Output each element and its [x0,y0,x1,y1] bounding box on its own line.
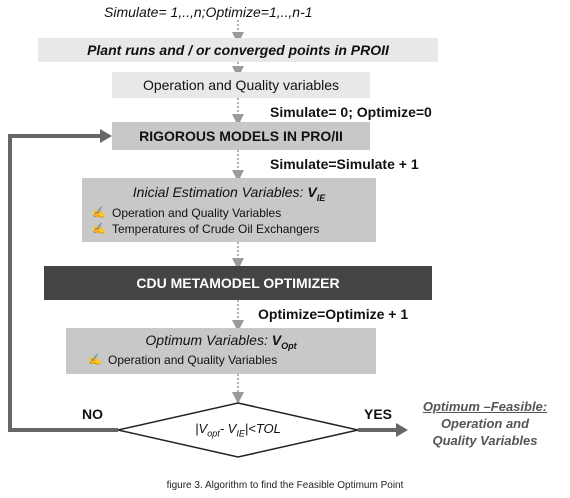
no-label: NO [82,406,103,422]
figure-caption: figure 3. Algorithm to find the Feasible… [166,480,404,491]
init-label: Simulate= 0; Optimize=0 [270,104,432,120]
decision-sub-b: IE [236,428,245,439]
decision-sub-a: opt [207,428,220,439]
decision-part-b: - V [219,421,237,436]
plant-runs-box: Plant runs and / or converged points in … [38,38,438,62]
cdu-optimizer-box: CDU METAMODEL OPTIMIZER [44,266,432,300]
optimize-increment-label: Optimize=Optimize + 1 [258,306,409,322]
inicial-title-var: V [307,184,317,200]
optimum-bullet-1: ✍ Operation and Quality Variables [88,352,376,368]
result-title: Optimum –Feasible: [422,399,548,414]
yes-arrowhead [396,423,408,437]
optimum-title: Optimum Variables: VOpt [66,332,376,351]
optimum-title-sub: Opt [281,340,297,351]
inicial-bullet-2: ✍ Temperatures of Crude Oil Exchangers [92,221,376,237]
inicial-bullet-1: ✍ Operation and Quality Variables [92,205,376,221]
operation-quality-box: Operation and Quality variables [112,72,370,98]
loop-back-arrow [8,134,118,432]
simulate-increment-label: Simulate=Simulate + 1 [270,156,419,172]
pencil-check-icon: ✍ [92,222,106,235]
inicial-bullet-text-1: Operation and Quality Variables [112,205,282,220]
decision-part-a: |V [195,421,208,436]
optimum-title-var: V [271,332,282,348]
top-label: Simulate= 1,..,n;Optimize=1,..,n-1 [104,4,313,20]
loop-back-arrowhead [100,129,112,143]
inicial-estimation-title: Inicial Estimation Variables: VIE [82,184,376,203]
result-block: Optimum –Feasible: Operation and Quality… [410,398,560,449]
decision-text: |Vopt- VIE|<TOL [178,421,298,439]
yes-label: YES [364,406,393,422]
inicial-title-text: Inicial Estimation Variables: [132,184,308,200]
optimum-title-text: Optimum Variables: [145,332,272,348]
result-line-2: Quality Variables [432,433,538,448]
rigorous-models-box: RIGOROUS MODELS IN PRO/II [112,122,370,150]
optimum-variables-box: Optimum Variables: VOpt ✍ Operation and Q… [66,328,376,374]
inicial-title-sub: IE [316,192,326,203]
decision-diamond [117,402,359,458]
pencil-check-icon: ✍ [88,353,102,366]
result-line-1: Operation and [440,416,530,431]
inicial-estimation-box: Inicial Estimation Variables: VIE ✍ Opera… [82,178,376,242]
decision-part-c: |<TOL [244,421,281,436]
optimum-bullet-text-1: Operation and Quality Variables [108,352,278,367]
pencil-check-icon: ✍ [92,206,106,219]
inicial-bullet-text-2: Temperatures of Crude Oil Exchangers [112,221,320,236]
